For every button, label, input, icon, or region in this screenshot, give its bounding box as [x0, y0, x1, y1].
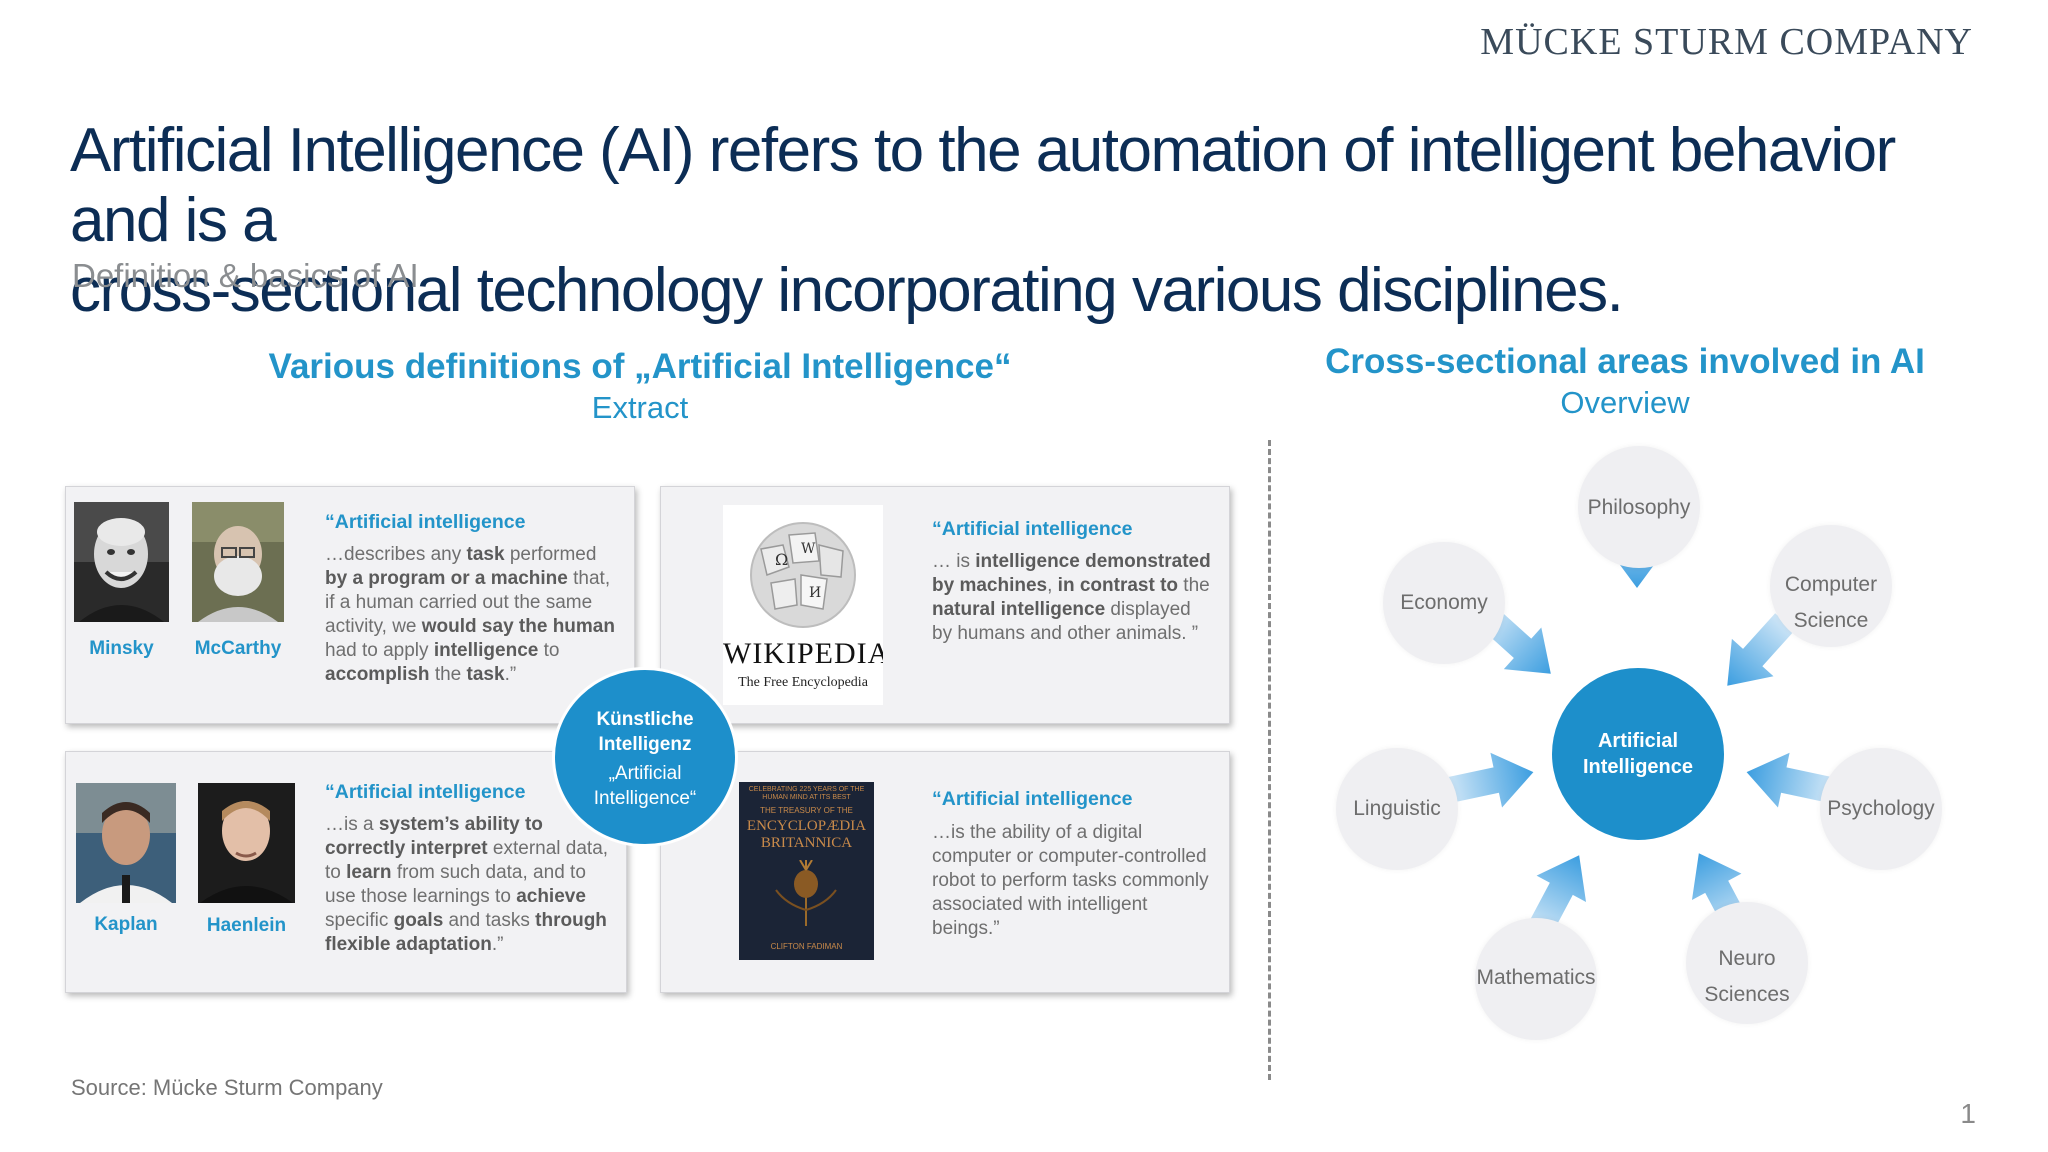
badge-line-1: Künstliche	[596, 709, 694, 730]
definition-title: “Artificial intelligence	[325, 781, 526, 803]
areas-section-title: Cross-sectional areas involved in AI	[1325, 342, 1925, 381]
badge-line-2: Intelligenz	[598, 734, 692, 755]
area-label-neuro: Neuro	[1718, 947, 1776, 970]
area-node-mathematics	[1475, 918, 1597, 1040]
area-label-computer: Computer	[1784, 573, 1878, 596]
thistle-emblem	[775, 860, 837, 926]
hub-label-line-2: Intelligence	[1582, 756, 1694, 778]
area-node-economy	[1383, 542, 1505, 664]
svg-text:Ω: Ω	[775, 550, 788, 569]
company-logo-text: MÜCKE STURM COMPANY	[1480, 21, 1973, 63]
area-label-neuro-sciences: Neuro Sciences	[1686, 941, 1808, 1013]
definition-title: “Artificial intelligence	[932, 788, 1133, 810]
page-subtitle: Definition & basics of AI	[72, 257, 419, 294]
source-note: Source: Mücke Sturm Company	[71, 1075, 383, 1100]
page-title-line-1: Artificial Intelligence (AI) refers to t…	[70, 116, 1896, 255]
page-number: 1	[1960, 1098, 1976, 1129]
definition-text: … is intelligence demonstrated by machin…	[932, 551, 1211, 644]
page-title: Artificial Intelligence (AI) refers to t…	[70, 116, 1970, 326]
mccarthy-photo	[192, 502, 284, 622]
book-title-line-2: BRITANNICA	[760, 835, 853, 851]
badge-line-3: „Artificial	[608, 763, 682, 784]
area-label-science: Science	[1793, 609, 1869, 632]
area-label-mathematics: Mathematics	[1476, 966, 1596, 989]
svg-text:W: W	[801, 541, 816, 557]
badge-line-4: Intelligence“	[593, 788, 697, 809]
area-node-computer-science	[1770, 525, 1892, 647]
book-subtitle: THE TREASURY OF THE	[760, 806, 853, 815]
definition-card-minsky-mccarthy: Minsky McCarthy “Artificial intelligence…	[65, 486, 635, 724]
kuenstliche-intelligenz-badge: Künstliche Intelligenz „Artificial Intel…	[555, 670, 735, 844]
definitions-section-title: Various definitions of „Artificial Intel…	[268, 347, 1012, 386]
definitions-section-subtitle: Extract	[591, 390, 689, 425]
book-banner: CELEBRATING 225 YEARS OF THE HUMAN MIND …	[748, 786, 865, 801]
wikipedia-wordmark: WIKIPEDIA	[723, 637, 883, 670]
svg-text:И: И	[809, 585, 821, 601]
area-node-psychology	[1820, 748, 1942, 870]
areas-section-subtitle: Overview	[1560, 385, 1690, 420]
area-label-psychology: Psychology	[1827, 797, 1935, 820]
ai-hub-circle: Artificial Intelligence	[1552, 668, 1724, 840]
kaplan-photo	[76, 783, 176, 903]
definition-text: …is the ability of a digital computer or…	[932, 822, 1209, 939]
person-name-mccarthy: McCarthy	[194, 638, 282, 659]
wikipedia-tagline: The Free Encyclopedia	[738, 675, 868, 690]
area-label-philosophy: Philosophy	[1587, 496, 1691, 519]
person-name-kaplan: Kaplan	[94, 914, 158, 935]
definition-card-kaplan-haenlein: Kaplan Haenlein “Artificial intelligence…	[65, 751, 627, 993]
area-node-neuro-sciences	[1686, 902, 1808, 1024]
definition-card-wikipedia: Ω W И WIKIPEDIA The Free Encyclopedia “A…	[660, 486, 1230, 724]
definition-text: …is a system’s ability to correctly inte…	[325, 814, 609, 955]
area-label-linguistic: Linguistic	[1353, 797, 1441, 820]
definition-card-britannica: CELEBRATING 225 YEARS OF THE HUMAN MIND …	[660, 751, 1230, 993]
area-label-economy: Economy	[1400, 591, 1488, 614]
minsky-photo	[74, 502, 169, 622]
area-label-sciences: Sciences	[1704, 983, 1790, 1006]
area-label-computer-science: Computer Science	[1770, 567, 1892, 639]
haenlein-photo	[198, 783, 295, 903]
person-name-minsky: Minsky	[89, 638, 154, 659]
book-title-line-1: ENCYCLOPÆDIA	[746, 818, 867, 834]
wikipedia-logo: Ω W И WIKIPEDIA The Free Encyclopedia	[723, 505, 883, 705]
book-title: ENCYCLOPÆDIA BRITANNICA	[741, 818, 872, 852]
page-title-line-2: cross-sectional technology incorporating…	[70, 256, 1624, 325]
area-node-philosophy	[1578, 446, 1700, 568]
definition-text: …describes any task performed by a progr…	[325, 544, 615, 685]
person-name-haenlein: Haenlein	[206, 915, 287, 936]
definition-title: “Artificial intelligence	[932, 518, 1133, 540]
section-divider	[1268, 440, 1271, 1080]
hub-label-line-1: Artificial	[1597, 730, 1679, 752]
definition-title: “Artificial intelligence	[325, 511, 526, 533]
book-author: CLIFTON FADIMAN	[770, 942, 843, 951]
area-node-linguistic	[1336, 748, 1458, 870]
britannica-book-cover: CELEBRATING 225 YEARS OF THE HUMAN MIND …	[739, 782, 874, 960]
